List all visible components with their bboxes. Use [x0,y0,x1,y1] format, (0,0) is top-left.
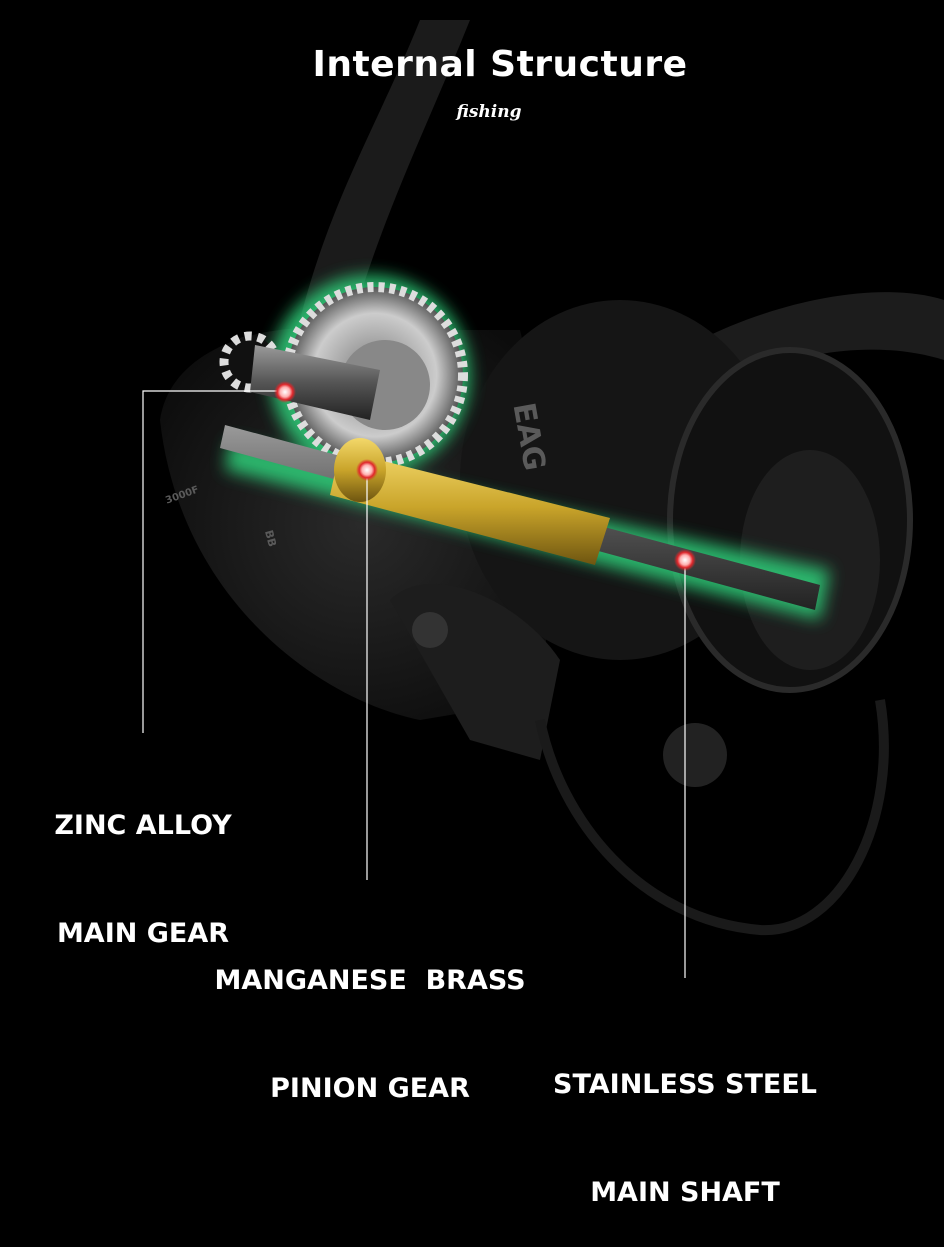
pinion-gear-brass [330,450,610,565]
callout-line: MANGANESE BRASS [214,965,526,996]
bail-arm [300,20,470,330]
callout-line: MAIN SHAFT [590,1177,780,1208]
callout-main-gear: ZINC ALLOY MAIN GEAR [43,736,243,988]
reel-illustration [142,20,944,978]
callout-line: ZINC ALLOY [54,810,232,841]
page-title: Internal Structure [312,44,688,85]
callout-pinion-gear: MANGANESE BRASS PINION GEAR [210,891,530,1143]
callout-line: PINION GEAR [270,1073,470,1104]
marker-dot [356,459,378,481]
marker-dot [274,381,296,403]
callout-line: STAINLESS STEEL [553,1069,817,1100]
callout-main-shaft: STAINLESS STEEL MAIN SHAFT [545,995,825,1247]
marker-dot [674,549,696,571]
callout-line: MAIN GEAR [56,918,230,949]
page-subtitle: fishing [456,102,522,122]
leader-line-main-gear [142,390,284,733]
